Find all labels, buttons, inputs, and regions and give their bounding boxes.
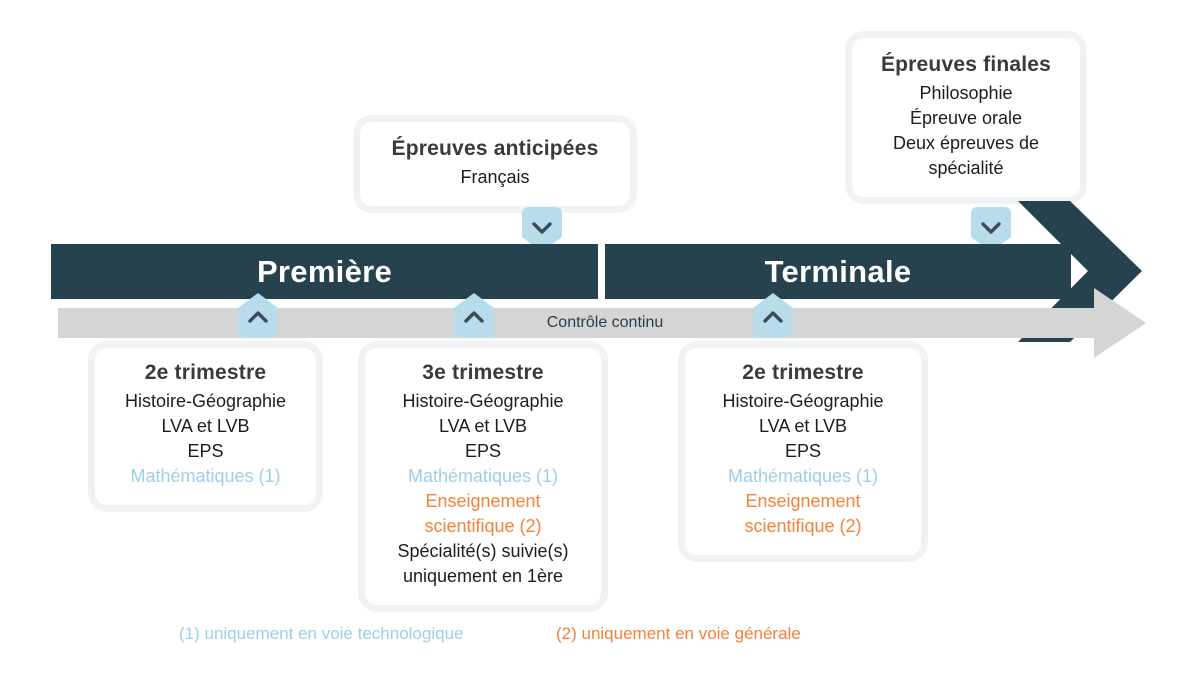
card-line: Histoire-Géographie [722, 391, 884, 411]
timeline-arrowhead-gray [1020, 288, 1150, 358]
card-line: Épreuve orale [909, 108, 1023, 128]
footnote-2: (2) uniquement en voie générale [556, 624, 801, 643]
timeline-separator [598, 244, 605, 299]
card-epreuves-finales: Épreuves finales Philosophie Épreuve ora… [852, 38, 1080, 197]
card-line: Enseignement [745, 491, 861, 511]
card-line: Spécialité(s) suivie(s) [397, 541, 569, 561]
card-line: uniquement en 1ère [402, 566, 564, 586]
card-line: Mathématiques (1) [727, 466, 879, 486]
timeline-label-premiere: Première [256, 254, 393, 289]
card-line: EPS [784, 441, 822, 461]
chevron-up-icon [248, 311, 268, 323]
card-line: EPS [464, 441, 502, 461]
card-line: Histoire-Géographie [124, 391, 287, 411]
card-line: Mathématiques (1) [407, 466, 559, 486]
timeline-bar-gray [58, 308, 1075, 338]
card-premiere-2e-trimestre: 2e trimestre Histoire-Géographie LVA et … [95, 348, 316, 505]
card-line: Français [460, 167, 530, 187]
card-line: scientifique (2) [424, 516, 542, 536]
card-title: 2e trimestre [144, 361, 267, 384]
chevron-up-icon [763, 311, 783, 323]
card-line: scientifique (2) [744, 516, 862, 536]
controle-continu-label: Contrôle continu [546, 314, 664, 331]
marker-epreuves-finales [971, 207, 1011, 252]
card-title: 3e trimestre [422, 361, 544, 384]
marker-premiere-2e-trimestre [238, 293, 278, 338]
card-line: EPS [187, 441, 224, 461]
timeline-bar-dark [51, 244, 1071, 299]
card-line: LVA et LVB [438, 416, 528, 436]
chevron-down-icon [981, 222, 1001, 234]
chevron-up-icon [464, 311, 484, 323]
card-line: Philosophie [919, 83, 1013, 103]
card-title: Épreuves finales [880, 53, 1052, 76]
marker-premiere-3e-trimestre [454, 293, 494, 338]
card-title: 2e trimestre [742, 361, 864, 384]
card-line: spécialité [928, 158, 1004, 178]
card-terminale-2e-trimestre: 2e trimestre Histoire-Géographie LVA et … [685, 348, 921, 555]
card-line: Deux épreuves de [892, 133, 1040, 153]
card-line: LVA et LVB [758, 416, 848, 436]
timeline-label-terminale: Terminale [764, 254, 912, 289]
marker-epreuves-anticipees [522, 207, 562, 252]
card-line: Histoire-Géographie [402, 391, 564, 411]
chevron-down-icon [532, 222, 552, 234]
card-epreuves-anticipees: Épreuves anticipées Français [360, 122, 630, 206]
marker-terminale-2e-trimestre [753, 293, 793, 338]
card-line: LVA et LVB [161, 416, 250, 436]
card-premiere-3e-trimestre: 3e trimestre Histoire-Géographie LVA et … [365, 348, 601, 605]
card-line: Mathématiques (1) [130, 466, 281, 486]
card-line: Enseignement [425, 491, 541, 511]
footnote-1: (1) uniquement en voie technologique [179, 624, 464, 643]
card-title: Épreuves anticipées [391, 137, 599, 160]
